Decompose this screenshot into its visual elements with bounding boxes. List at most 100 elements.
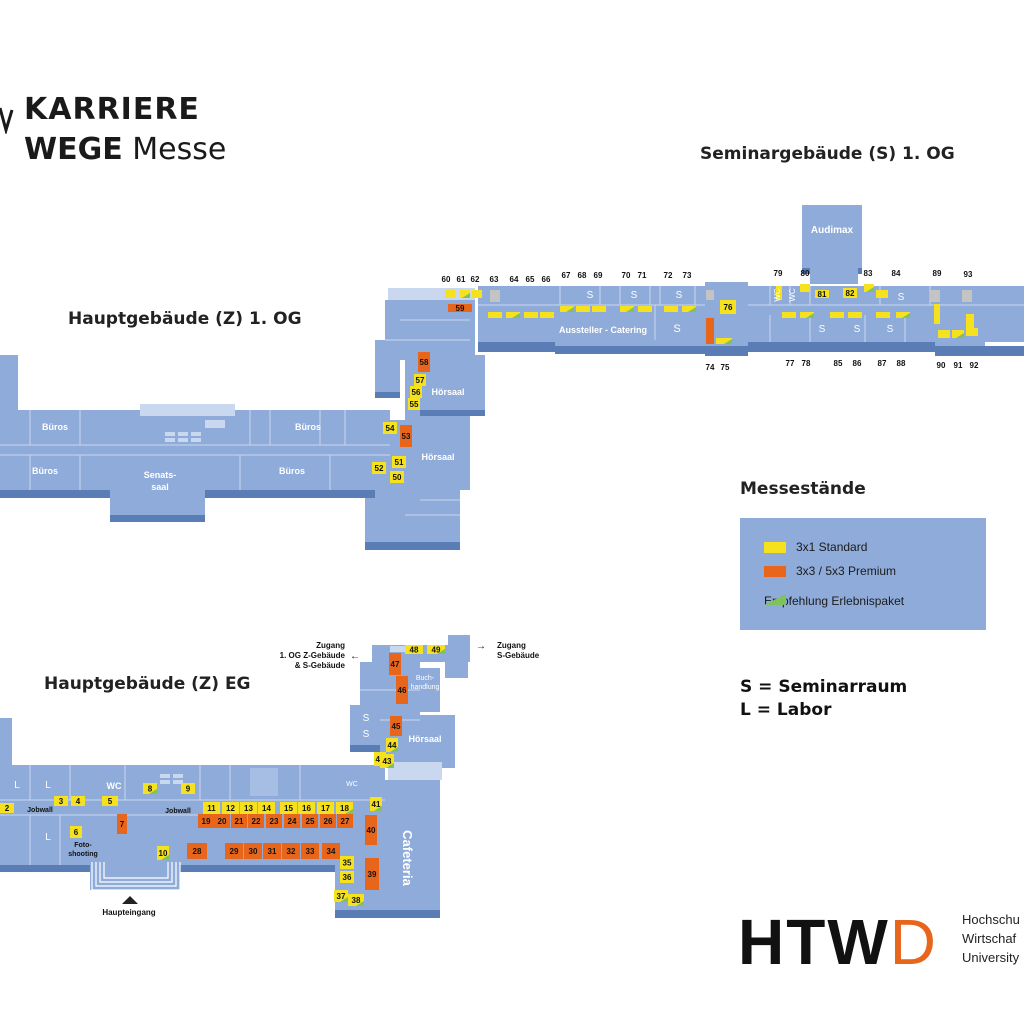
booth-69[interactable]: 69 — [592, 271, 606, 312]
booth-86[interactable]: 86 — [848, 312, 862, 368]
booth-9[interactable]: 9 — [181, 783, 195, 794]
booth-5[interactable]: 5 — [102, 796, 118, 806]
booth-49[interactable]: 49 — [427, 645, 445, 655]
booth-30[interactable]: 30 — [244, 843, 262, 859]
booth-23[interactable]: 23 — [266, 814, 282, 828]
booth-15[interactable]: 15 — [280, 802, 297, 814]
booth-28[interactable]: 28 — [187, 843, 207, 859]
booth-17[interactable]: 17 — [317, 802, 334, 814]
booth-19[interactable]: 19 — [198, 814, 214, 828]
booth-91[interactable]: 91 — [952, 330, 964, 370]
booth-62[interactable]: 62 — [471, 275, 482, 298]
booth-number: 27 — [341, 817, 350, 826]
booth-90[interactable]: 90 — [937, 330, 950, 370]
booth-27[interactable]: 27 — [337, 814, 353, 828]
booth-56[interactable]: 56 — [410, 386, 422, 398]
booth-43[interactable]: 43 — [380, 754, 394, 768]
booth-32[interactable]: 32 — [282, 843, 300, 859]
booth-76[interactable]: 76 — [720, 300, 736, 314]
booth-34[interactable]: 34 — [322, 843, 340, 859]
legend-item-standard: 3x1 Standard — [764, 540, 867, 554]
booth-73[interactable]: 73 — [682, 271, 696, 312]
booth-55[interactable]: 55 — [408, 398, 420, 410]
booth-52[interactable]: 52 — [372, 462, 386, 474]
booth-25[interactable]: 25 — [302, 814, 318, 828]
booth-78[interactable]: 78 — [800, 312, 814, 368]
booth-37[interactable]: 37 — [334, 890, 348, 902]
booth-80[interactable]: 80 — [800, 269, 810, 292]
booth-6[interactable]: 6 — [70, 826, 82, 838]
booth-7[interactable]: 7 — [117, 814, 127, 834]
booth-48[interactable]: 48 — [405, 645, 423, 655]
booth-61[interactable]: 61 — [457, 275, 470, 298]
booth-45[interactable]: 45 — [390, 716, 402, 736]
booth-40[interactable]: 40 — [365, 815, 377, 845]
booth-8[interactable]: 8 — [143, 783, 157, 794]
booth-54[interactable]: 54 — [383, 422, 397, 434]
booth-29[interactable]: 29 — [225, 843, 243, 859]
booth-83[interactable]: 83 — [864, 269, 874, 292]
booth-31[interactable]: 31 — [263, 843, 281, 859]
booth-11[interactable]: 11 — [203, 802, 220, 814]
room-label-aussteller-catering: Aussteller - Catering — [559, 325, 647, 335]
booth-26[interactable]: 26 — [320, 814, 336, 828]
booth-74[interactable]: 74 — [706, 318, 715, 372]
booth-number: 45 — [392, 722, 401, 731]
booth-36[interactable]: 36 — [340, 871, 354, 883]
booth-38[interactable]: 38 — [348, 894, 364, 906]
booth-84[interactable]: 84 — [876, 269, 901, 298]
booth-46[interactable]: 46 — [396, 676, 408, 704]
booth-18[interactable]: 18 — [336, 802, 353, 814]
booth-92[interactable]: 92 — [966, 328, 979, 370]
booth-72[interactable]: 72 — [664, 271, 678, 312]
booth-13[interactable]: 13 — [240, 802, 257, 814]
booth-65[interactable]: 65 — [524, 275, 538, 318]
booth-53[interactable]: 53 — [400, 425, 412, 447]
booth-82[interactable]: 82 — [843, 288, 857, 298]
booth-35[interactable]: 35 — [340, 856, 354, 869]
booth-50[interactable]: 50 — [390, 471, 404, 483]
booth-58[interactable]: 58 — [418, 352, 430, 372]
logo-line-2: WEGE Messe — [24, 132, 226, 167]
booth-81[interactable]: 81 — [815, 290, 829, 299]
booth-85[interactable]: 85 — [830, 312, 844, 368]
booth-60[interactable]: 60 — [442, 275, 455, 298]
booth-70[interactable]: 70 — [620, 271, 634, 312]
booth-16[interactable]: 16 — [298, 802, 315, 814]
booth-44[interactable]: 44 — [386, 738, 398, 752]
booth-68[interactable]: 68 — [576, 271, 590, 312]
booth-14[interactable]: 14 — [258, 802, 275, 814]
booth-4[interactable]: 4 — [71, 796, 85, 806]
booth-64[interactable]: 64 — [506, 275, 520, 318]
booth-67[interactable]: 67 — [560, 271, 574, 312]
booth-2[interactable]: 2 — [0, 803, 14, 813]
booth-66[interactable]: 66 — [540, 275, 554, 318]
booth-21[interactable]: 21 — [231, 814, 247, 828]
booth-3[interactable]: 3 — [54, 796, 68, 806]
logo-mark — [0, 104, 14, 134]
booth-12[interactable]: 12 — [222, 802, 239, 814]
booth-71[interactable]: 71 — [638, 271, 652, 312]
booth-number: 54 — [386, 424, 395, 433]
booth-77[interactable]: 77 — [782, 312, 796, 368]
booth-47[interactable]: 47 — [389, 653, 401, 675]
booth-41[interactable]: 41 — [370, 797, 382, 811]
booth-87[interactable]: 87 — [876, 312, 890, 368]
booth-39[interactable]: 39 — [365, 858, 379, 890]
booth-57[interactable]: 57 — [414, 374, 426, 386]
booth-10[interactable]: 10 — [157, 846, 169, 860]
booth-51[interactable]: 51 — [392, 456, 406, 468]
booth-59[interactable]: 59 — [448, 304, 472, 313]
legend-title: Messestände — [740, 479, 866, 499]
booth-93[interactable]: 93 — [964, 270, 974, 328]
booth-88[interactable]: 88 — [896, 312, 910, 368]
booth-79[interactable]: 79 — [774, 269, 783, 300]
booth-number: 20 — [218, 817, 227, 826]
booth-22[interactable]: 22 — [248, 814, 264, 828]
booth-63[interactable]: 63 — [488, 275, 502, 318]
booth-24[interactable]: 24 — [284, 814, 300, 828]
booth-20[interactable]: 20 — [214, 814, 230, 828]
booth-89[interactable]: 89 — [933, 269, 942, 324]
booth-33[interactable]: 33 — [301, 843, 319, 859]
booth-75[interactable]: 75 — [716, 338, 732, 372]
